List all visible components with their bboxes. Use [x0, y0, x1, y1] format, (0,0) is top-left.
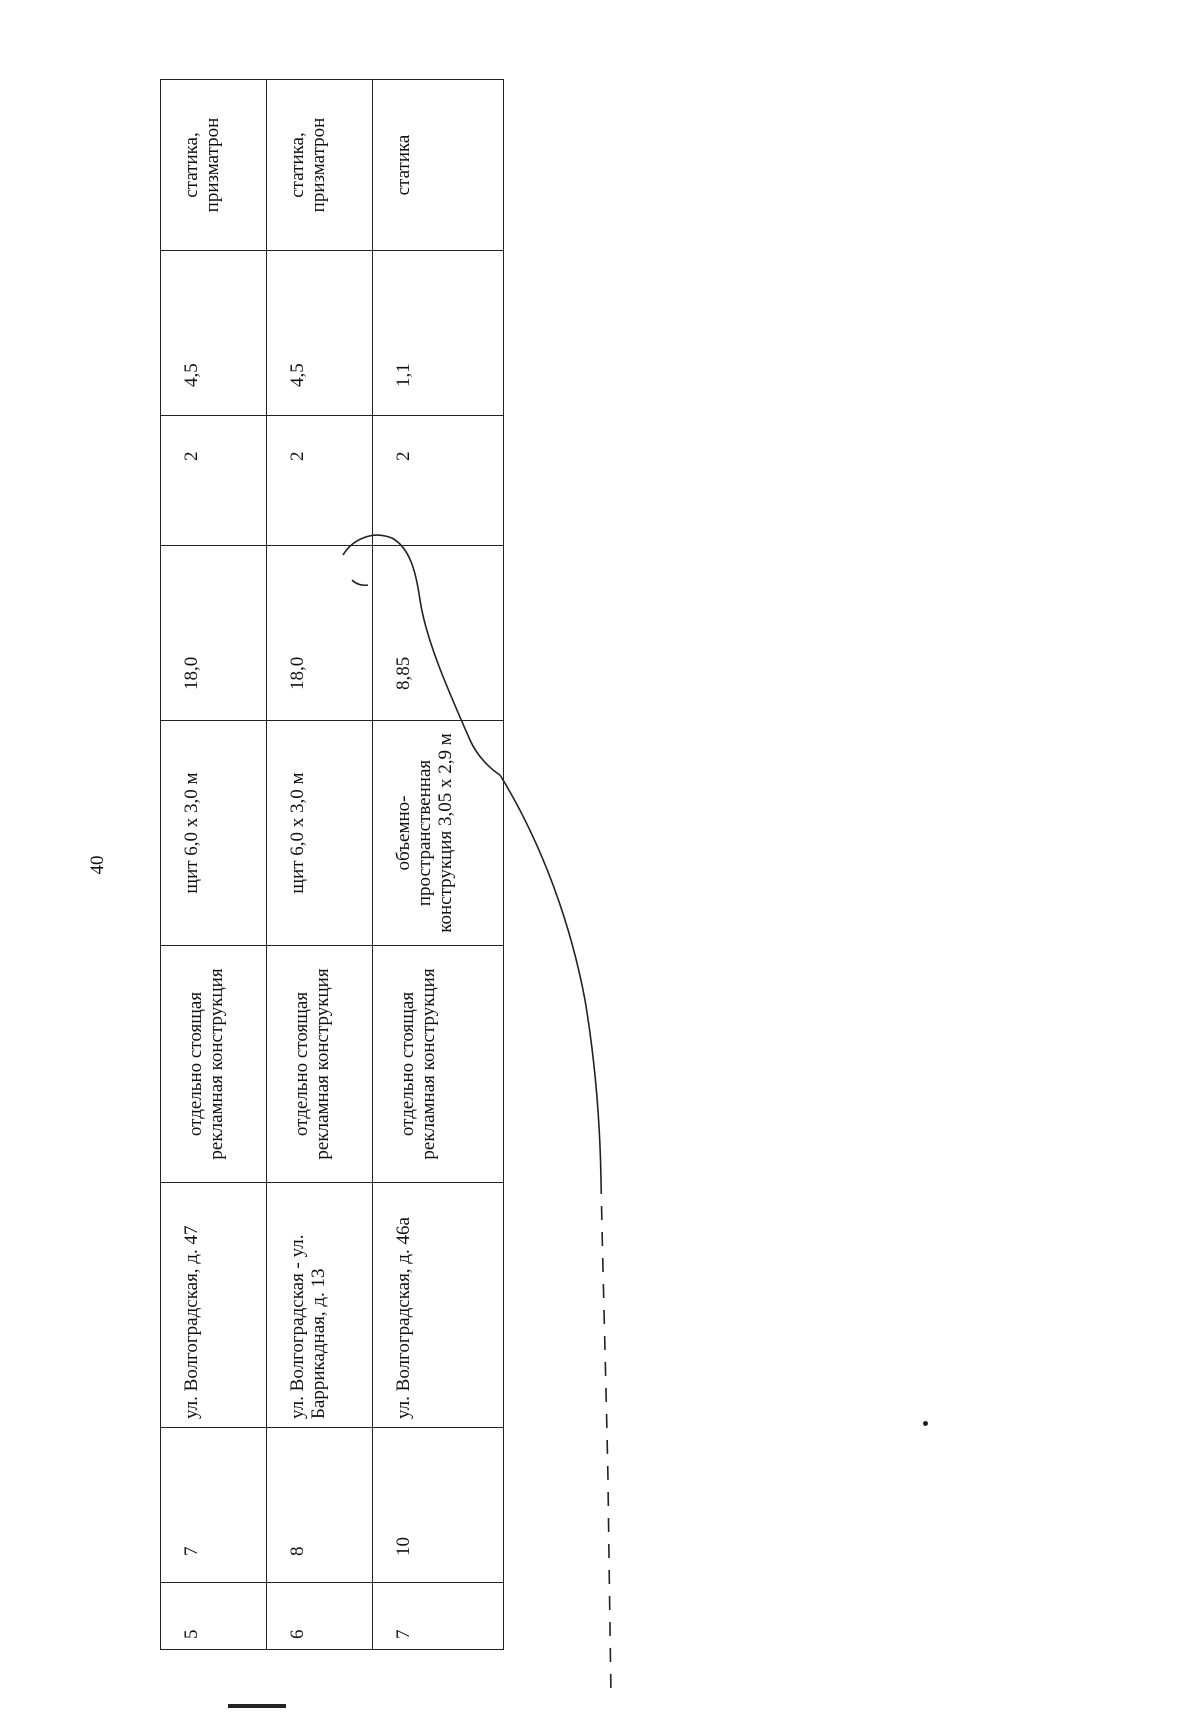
signature-stroke [342, 534, 501, 776]
stray-dot-mark [923, 1421, 928, 1426]
signature-stroke [499, 774, 602, 1181]
page-edge-bar [228, 1704, 286, 1708]
signature-stroke [351, 579, 369, 587]
signature-stroke-dashed [600, 1179, 612, 1696]
